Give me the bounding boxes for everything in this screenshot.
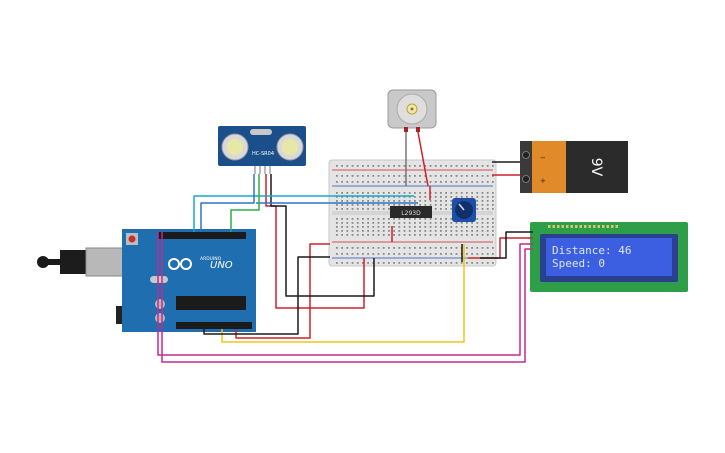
power-analog-header	[176, 322, 252, 329]
crystal-oscillator	[150, 276, 168, 283]
lcd-line-2: Speed: 0	[552, 257, 605, 270]
wire-cyan	[193, 195, 414, 232]
wire-black-2	[203, 256, 330, 335]
usb-port[interactable]	[85, 247, 129, 277]
wire-black-1	[270, 174, 375, 297]
lcd-display[interactable]: Distance: 46 Speed: 0	[530, 222, 688, 292]
sensor-label: HC-SR04	[252, 151, 274, 157]
motor-driver-ic[interactable]: L293D	[390, 206, 432, 218]
ultrasonic-sensor[interactable]: HC-SR04	[218, 126, 306, 174]
battery-label: 9V	[588, 158, 604, 177]
atmega-chip	[176, 296, 246, 310]
capacitor-2	[155, 313, 165, 323]
wire-magenta-1	[157, 232, 533, 356]
wire-yellow	[221, 244, 465, 343]
wire-blue	[200, 174, 255, 232]
dc-motor[interactable]	[387, 89, 437, 132]
wire-black-3	[480, 231, 533, 259]
wires	[157, 131, 533, 363]
wire-red-1	[235, 243, 330, 339]
ic-label: L293D	[401, 210, 421, 217]
lcd-line-1: Distance: 46	[552, 244, 631, 257]
digital-header	[158, 232, 246, 239]
battery-minus-icon: −	[540, 154, 546, 162]
arduino-model-label: UNO	[210, 260, 233, 271]
battery-9v[interactable]: − + 9V	[520, 141, 628, 193]
potentiometer[interactable]	[452, 198, 476, 222]
wire-magenta-2	[161, 232, 533, 363]
arduino-uno[interactable]: ARDUINO UNO	[37, 229, 256, 332]
wire-red-motor	[417, 131, 429, 187]
arduino-brand-label: ARDUINO	[200, 256, 222, 262]
wire-green	[230, 174, 260, 232]
lcd-screen	[546, 238, 672, 276]
battery-plus-icon: +	[540, 177, 546, 185]
capacitor-1	[155, 299, 165, 309]
breadboard-holes	[336, 165, 494, 264]
arduino-infinity-icon	[168, 258, 192, 270]
lcd-pins	[548, 225, 618, 228]
wire-red-2	[265, 174, 365, 309]
